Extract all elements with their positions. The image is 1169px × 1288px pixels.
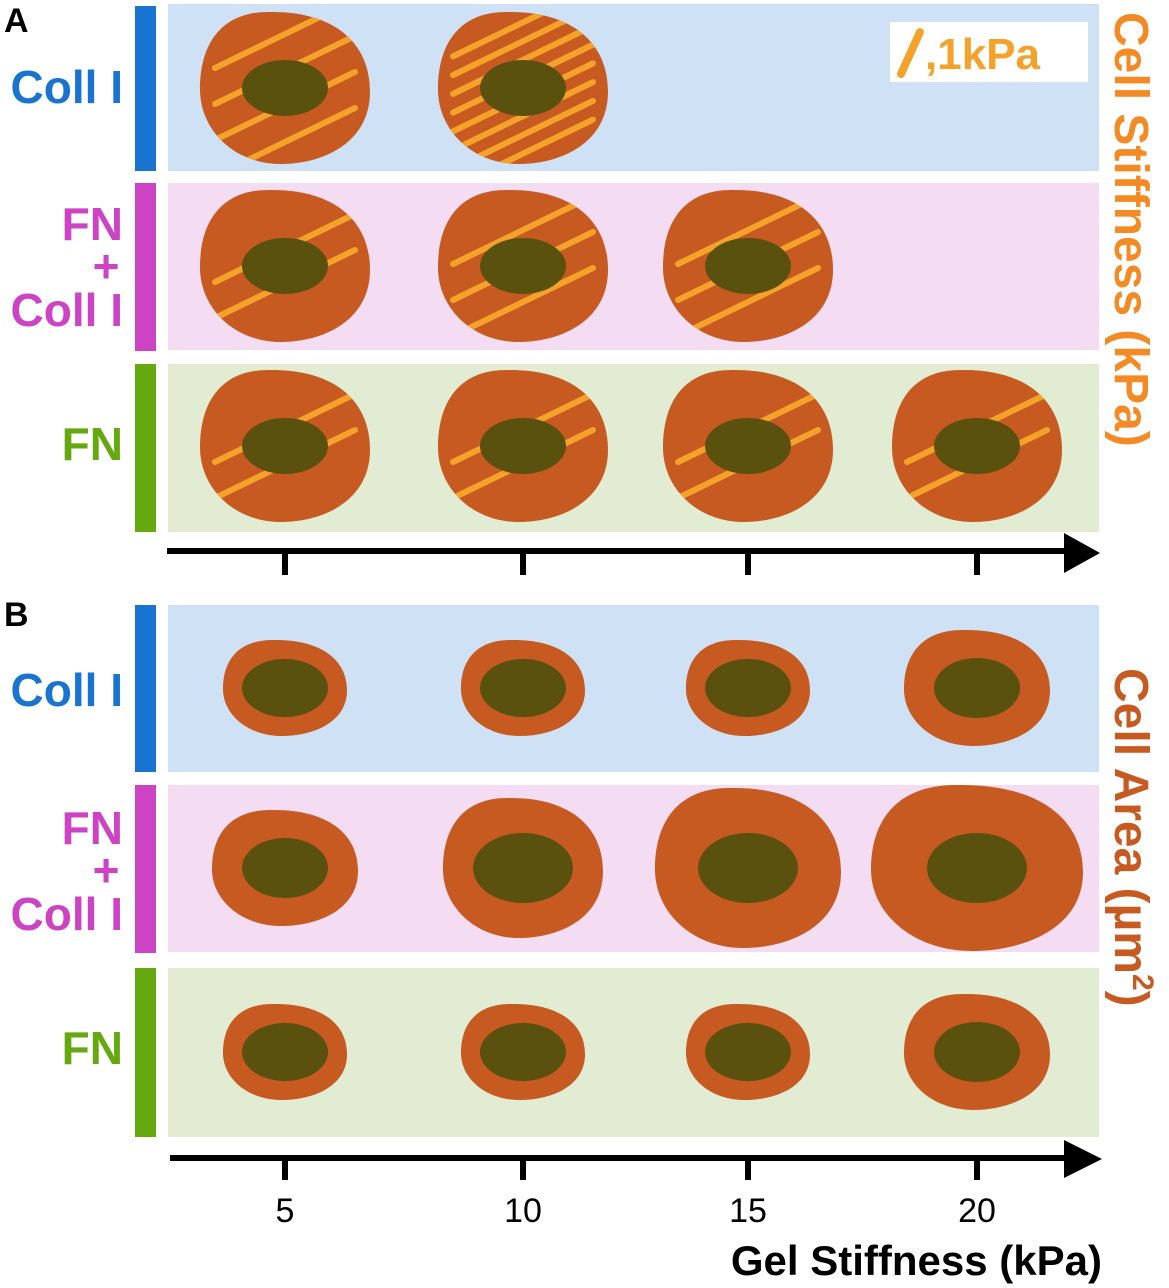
stiffness-stripe — [450, 11, 596, 60]
right-label-cell-area: Cell Area (µm2) — [1104, 668, 1159, 1007]
stiffness-stripe — [675, 193, 821, 267]
row-label-b-coll: Coll I — [11, 664, 123, 716]
cell-a-fncoll-2 — [663, 189, 833, 342]
stiffness-stripe — [450, 22, 596, 97]
nucleus — [480, 659, 566, 717]
nucleus — [242, 60, 328, 116]
nucleus — [242, 838, 328, 898]
nucleus — [480, 60, 566, 116]
cell-b-fncoll-0 — [212, 809, 358, 926]
stiffness-stripe — [450, 265, 596, 339]
cell-b-fncoll-2 — [655, 787, 841, 948]
row-bar-a-coll — [135, 6, 156, 171]
cell-a-fn-1 — [438, 369, 608, 522]
row-label-b-fn: FN — [62, 1022, 123, 1074]
row-label-a-fncoll-3: Coll I — [11, 284, 123, 336]
stiffness-stripe — [675, 265, 821, 339]
right-label-cell-area-end: ) — [1104, 991, 1157, 1007]
nucleus — [480, 418, 566, 474]
stiffness-stripe — [212, 105, 358, 165]
row-label-a-fncoll-2: + — [93, 240, 120, 292]
right-label-cell-area-sup: 2 — [1126, 974, 1159, 991]
row-label-a-coll: Coll I — [11, 61, 123, 113]
cells-layer — [200, 11, 1083, 1110]
cell-b-coll-3 — [904, 629, 1050, 746]
cell-b-coll-1 — [461, 639, 585, 736]
tick-label-10: 10 — [504, 1192, 542, 1230]
nucleus — [242, 659, 328, 717]
nucleus — [927, 833, 1027, 903]
stiffness-stripe — [450, 116, 596, 165]
cell-a-fn-0 — [200, 369, 370, 522]
row-label-b-fncoll-1: FN — [62, 802, 123, 854]
cell-a-coll-0 — [200, 11, 370, 165]
nucleus — [705, 418, 791, 474]
row-label-a-fncoll-1: FN — [62, 198, 123, 250]
x-axis-title: Gel Stiffness (kPa) — [731, 1237, 1102, 1284]
panel-a-letter: A — [4, 2, 29, 40]
nucleus — [705, 1023, 791, 1081]
stiffness-stripes — [450, 11, 596, 165]
row-bar-a-fncoll — [135, 183, 156, 351]
cell-b-fncoll-3 — [871, 784, 1083, 951]
nucleus — [705, 659, 791, 717]
stiffness-stripe — [212, 11, 358, 71]
row-label-b-fncoll-2: + — [93, 844, 120, 896]
tick-label-20: 20 — [958, 1192, 996, 1230]
row-bar-b-coll — [135, 605, 156, 772]
stiffness-stripe — [450, 79, 596, 154]
row-label-b-fncoll-3: Coll I — [11, 888, 123, 940]
tick-label-15: 15 — [729, 1192, 767, 1230]
cell-a-coll-1 — [438, 11, 608, 165]
nucleus — [480, 1023, 566, 1081]
cell-a-fncoll-0 — [200, 189, 370, 342]
panel-b-letter: B — [4, 596, 29, 634]
nucleus — [473, 833, 573, 903]
legend-stripe-symbol — [897, 28, 924, 78]
row-bar-b-fncoll — [135, 785, 156, 953]
cell-b-fn-3 — [904, 993, 1050, 1110]
axis-arrow-b — [1064, 1140, 1102, 1178]
cell-b-fn-1 — [461, 1003, 585, 1100]
axis-arrow-a — [1064, 533, 1100, 573]
nucleus — [242, 1023, 328, 1081]
nucleus — [934, 418, 1020, 474]
stiffness-stripe — [450, 193, 596, 267]
nucleus — [480, 238, 566, 294]
tick-label-5: 5 — [276, 1192, 295, 1230]
right-label-cell-area-main: Cell Area (µm — [1104, 668, 1157, 974]
cell-b-coll-0 — [223, 639, 347, 736]
cell-a-fncoll-1 — [438, 189, 608, 342]
nucleus — [242, 418, 328, 474]
nucleus — [705, 238, 791, 294]
legend-text: ,1kPa — [925, 30, 1041, 79]
cell-b-fncoll-1 — [443, 797, 603, 938]
cell-b-fn-2 — [686, 1003, 810, 1100]
cell-a-fn-3 — [892, 369, 1062, 522]
right-label-cell-stiffness: Cell Stiffness (kPa) — [1104, 12, 1157, 447]
row-bar-a-fn — [135, 364, 156, 532]
nucleus — [698, 833, 798, 903]
nucleus — [934, 658, 1020, 718]
cell-a-fn-2 — [663, 369, 833, 522]
row-label-a-fn: FN — [62, 418, 123, 470]
row-bar-b-fn — [135, 968, 156, 1137]
cell-b-coll-2 — [686, 639, 810, 736]
nucleus — [242, 238, 328, 294]
nucleus — [934, 1022, 1020, 1082]
cell-b-fn-0 — [223, 1003, 347, 1100]
